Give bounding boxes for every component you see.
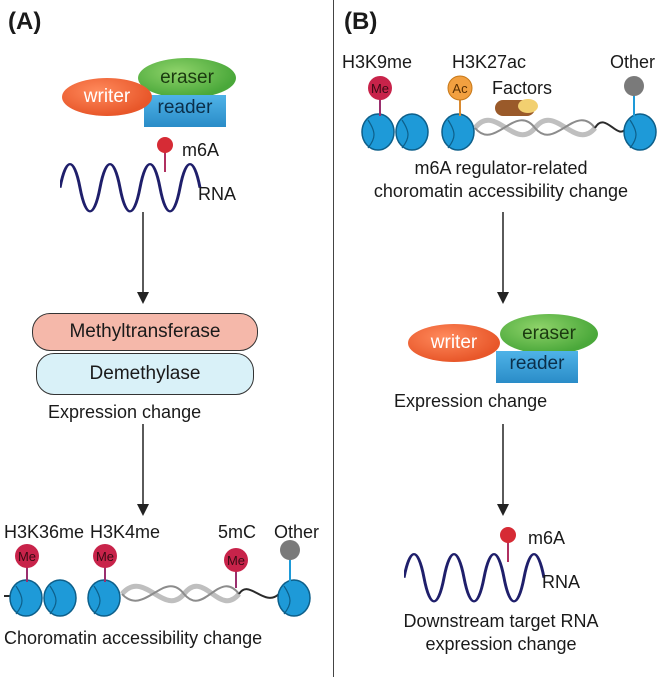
downstream-line2: expression change — [425, 634, 577, 654]
expression-change-b: Expression change — [394, 391, 548, 411]
me-mark-a2: Me — [96, 549, 114, 564]
h3k4me-label: H3K4me — [90, 522, 161, 542]
writer-label: writer — [83, 86, 131, 107]
other-label-a: Other — [274, 522, 320, 542]
methyltransferase-label: Methyltransferase — [69, 321, 221, 342]
reader-label-b: reader — [509, 353, 565, 374]
m6a-label-b: m6A — [528, 528, 566, 548]
writer-protein: writer — [62, 78, 152, 116]
reader-label: reader — [157, 97, 213, 118]
factors-label: Factors — [492, 78, 553, 98]
panel-b-label: (B) — [344, 8, 378, 35]
rna-wave-a — [60, 137, 202, 213]
writer-label-b: writer — [430, 332, 478, 353]
reader-protein-b: reader — [496, 351, 578, 383]
eraser-label: eraser — [160, 67, 214, 88]
methyltransferase-box: Methyltransferase — [32, 313, 258, 351]
chromatin-change-a: Choromatin accessibility change — [4, 628, 263, 648]
h3k36me-label: H3K36me — [4, 522, 85, 542]
regulator-change-b: m6A regulator-related choromatin accessi… — [338, 157, 664, 203]
regulator-line1: m6A regulator-related — [414, 158, 588, 178]
arrow-a2 — [137, 424, 149, 516]
h3k9me-label: H3K9me — [342, 52, 413, 72]
5mc-label: 5mC — [218, 522, 257, 542]
expression-change-a: Expression change — [48, 402, 202, 422]
other-label-b: Other — [610, 52, 656, 72]
rna-wave-b — [404, 527, 546, 603]
arrow-b2 — [497, 424, 509, 516]
rna-label-b: RNA — [542, 572, 581, 592]
m6a-label-a: m6A — [182, 140, 220, 160]
chromatin-b: Me Ac — [361, 75, 657, 151]
demethylase-label: Demethylase — [89, 363, 201, 384]
me-mark-a1: Me — [18, 549, 36, 564]
panel-a-label: (A) — [8, 8, 42, 35]
demethylase-box: Demethylase — [36, 353, 254, 395]
rna-label-a: RNA — [198, 184, 237, 204]
eraser-label-b: eraser — [522, 323, 576, 344]
downstream-change-b: Downstream target RNA expression change — [338, 610, 664, 656]
me-mark-b: Me — [371, 81, 389, 96]
arrow-b1 — [497, 212, 509, 304]
h3k27ac-label: H3K27ac — [452, 52, 527, 72]
chromatin-a: Me Me Me — [4, 540, 311, 617]
ac-mark-b: Ac — [452, 81, 468, 96]
arrow-a1 — [137, 212, 149, 304]
eraser-protein: eraser — [138, 58, 236, 98]
eraser-protein-b: eraser — [500, 314, 598, 354]
me-mark-a3: Me — [227, 553, 245, 568]
writer-protein-b: writer — [408, 324, 500, 362]
regulator-line2: choromatin accessibility change — [373, 181, 629, 201]
panel-divider — [333, 0, 334, 677]
downstream-line1: Downstream target RNA — [403, 611, 599, 631]
reader-protein: reader — [144, 95, 226, 127]
